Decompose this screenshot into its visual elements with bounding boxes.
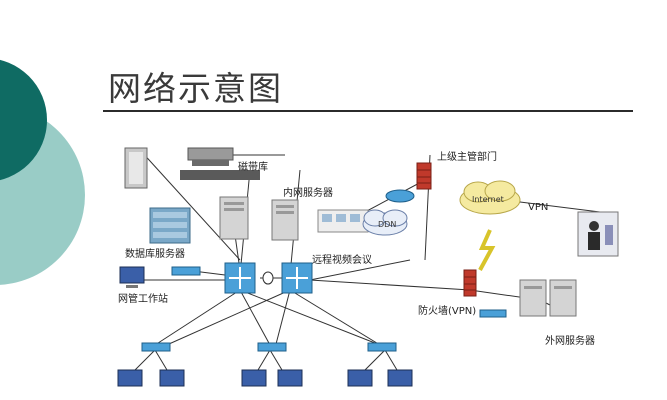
access-switch-2-icon — [257, 342, 287, 352]
video-conference-label: 远程视频会议 — [312, 253, 372, 266]
core-switch-left-icon — [224, 262, 256, 294]
nms-workstation-icon — [119, 266, 145, 288]
vpn-label: VPN — [528, 202, 548, 213]
decoration-circles — [0, 59, 85, 285]
pc-icon — [117, 369, 143, 387]
vpn-user-icon — [577, 211, 619, 257]
rack-device-icon — [124, 147, 148, 189]
pc-icon — [159, 369, 185, 387]
link-ring-icon — [262, 271, 274, 285]
tape-library-label: 磁带库 — [238, 160, 268, 173]
slide-title: 网络示意图 — [108, 69, 283, 108]
firewall-vpn-icon — [463, 269, 477, 297]
firewall-switch-icon — [479, 309, 507, 318]
nms-workstation-label: 网管工作站 — [118, 292, 168, 305]
router-icon — [385, 189, 415, 203]
tape-library-icon — [180, 147, 260, 180]
core-switch-right-icon — [281, 262, 313, 294]
pc-icon — [347, 369, 373, 387]
network-diagram: 磁带库 数据库服务器 内网服务器 远程视频会议 — [117, 147, 619, 387]
firewall-label: 防火墙(VPN) — [418, 304, 476, 317]
database-server-label: 数据库服务器 — [125, 247, 185, 260]
access-switch-1-icon — [141, 342, 171, 352]
internet-cloud-icon — [459, 180, 521, 215]
client-pcs — [117, 369, 413, 387]
ddn-label: DDN — [378, 220, 396, 229]
video-conference-icon — [317, 209, 369, 233]
title-underline — [103, 110, 633, 112]
pc-icon — [387, 369, 413, 387]
internal-server-label: 内网服务器 — [283, 186, 333, 199]
superior-dept-label: 上级主管部门 — [437, 150, 497, 163]
small-switch-icon — [171, 266, 201, 276]
internal-server-icon — [219, 196, 299, 241]
vpn-link-line — [519, 201, 601, 213]
database-server-icon — [149, 207, 191, 244]
access-switch-3-icon — [367, 342, 397, 352]
pc-icon — [277, 369, 303, 387]
lightning-link-icon — [478, 229, 496, 271]
external-server-icon — [519, 279, 577, 317]
decor-circle-dark — [0, 59, 47, 181]
internet-label: Internet — [472, 195, 504, 204]
ddn-cloud-icon — [362, 209, 408, 236]
superior-firewall-icon — [416, 162, 432, 190]
external-server-label: 外网服务器 — [545, 334, 595, 347]
pc-icon — [241, 369, 267, 387]
